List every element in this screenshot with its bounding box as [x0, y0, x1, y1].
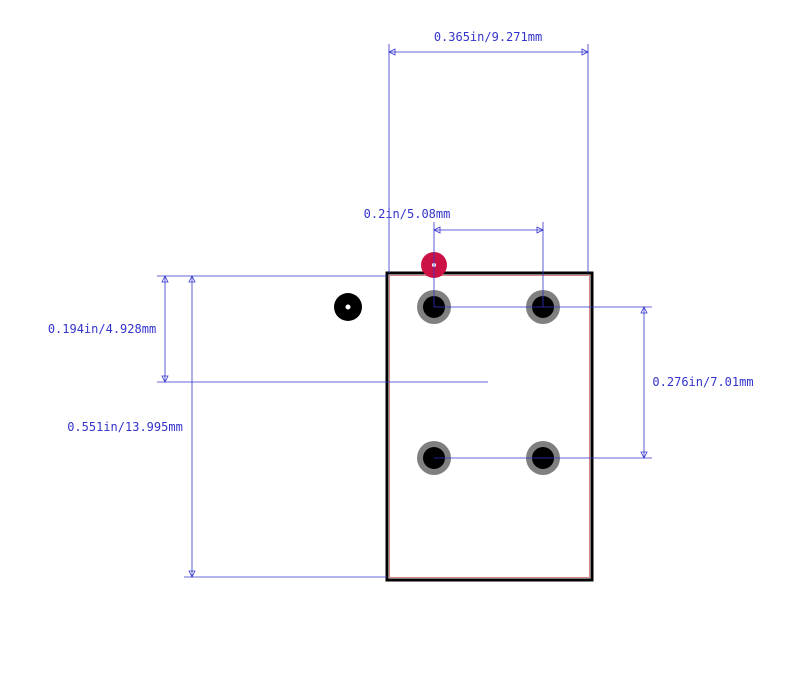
dimension-overall-height: 0.551in/13.995mm	[67, 275, 387, 578]
dimension-label-offset-y: 0.194in/4.928mm	[48, 322, 156, 336]
dimension-pin-pitch-y: 0.276in/7.01mm	[434, 306, 754, 459]
dimension-label-overall-height: 0.551in/13.995mm	[67, 420, 183, 434]
dimension-overall-width: 0.365in/9.271mm	[388, 30, 589, 273]
dimension-label-pin-pitch-y: 0.276in/7.01mm	[652, 375, 753, 389]
dimension-pin-pitch-x: 0.2in/5.08mm	[364, 207, 544, 307]
dimension-label-overall-width: 0.365in/9.271mm	[434, 30, 542, 44]
component-outline	[385, 271, 594, 582]
courtyard-outline	[389, 275, 590, 578]
dimension-label-pin-pitch-x: 0.2in/5.08mm	[364, 207, 451, 221]
dimension-offset-y: 0.194in/4.928mm	[48, 275, 488, 383]
orientation-dot-center	[345, 304, 351, 310]
